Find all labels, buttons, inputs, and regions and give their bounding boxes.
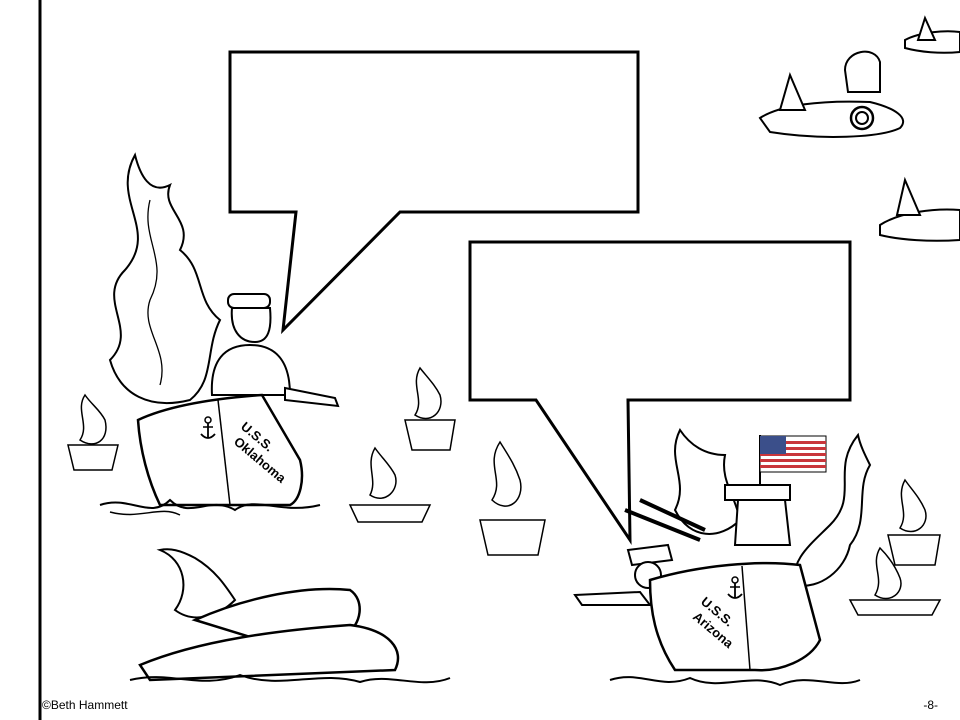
flame-icon — [673, 428, 742, 535]
speech-bubble-2[interactable] — [468, 240, 852, 546]
anchor-icon — [727, 576, 743, 599]
flame-icon — [108, 152, 222, 405]
distant-ship-6 — [848, 546, 942, 616]
flame-icon — [156, 548, 237, 619]
page-number: -8- — [923, 698, 938, 712]
copyright-credit: ©Beth Hammett — [42, 698, 128, 712]
anchor-icon — [200, 416, 216, 439]
flag-icon — [759, 435, 827, 490]
plane-icon — [758, 50, 905, 138]
sailor-figure — [210, 293, 340, 408]
plane-icon — [879, 176, 960, 242]
uss-arizona-ship: U.S.S. Arizona — [573, 428, 872, 687]
officer-figure — [573, 543, 674, 606]
distant-ship-2 — [404, 366, 456, 451]
distant-ship-5 — [887, 478, 941, 566]
uss-oklahoma-ship: U.S.S. Oklahoma — [99, 152, 340, 516]
plane-icon — [904, 15, 960, 54]
sinking-ship — [129, 548, 451, 684]
distant-ship-1 — [67, 393, 119, 471]
flame-icon — [793, 432, 872, 587]
distant-ship-4 — [479, 440, 546, 556]
speech-bubble-1[interactable] — [228, 50, 640, 335]
distant-ship-3 — [348, 446, 432, 523]
